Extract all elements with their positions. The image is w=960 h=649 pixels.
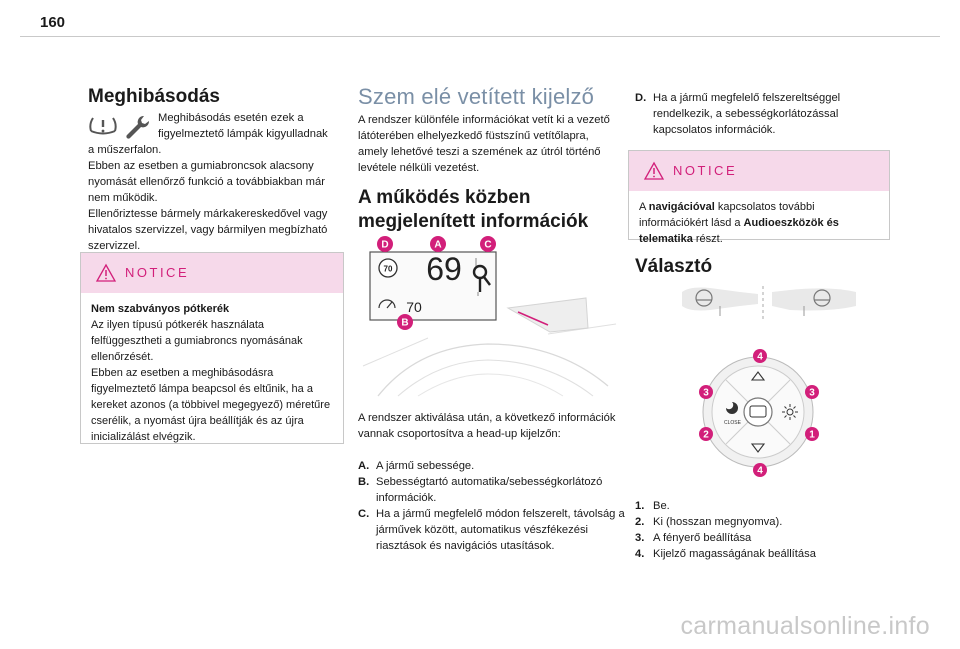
watermark: carmanualsonline.info — [680, 612, 930, 640]
paragraph-fault-2: Ellenőriztesse bármely márkakereskedővel… — [88, 208, 328, 252]
svg-text:C: C — [484, 240, 491, 251]
badge-4-top: 4 — [753, 349, 767, 363]
svg-text:1: 1 — [809, 430, 815, 441]
warning-triangle-icon — [643, 161, 665, 180]
vehicle-speed: 69 — [426, 251, 462, 287]
badge-b: B — [397, 314, 413, 330]
list-item: B.Sebességtartó automatika/sebességkorlá… — [358, 476, 603, 504]
hud-controller-diagram: CLOSE 4 3 3 2 1 4 — [696, 346, 824, 480]
header-divider — [20, 36, 940, 37]
list-item: 2.Ki (hosszan megnyomva). — [635, 516, 783, 528]
cruise-limit-value: 70 — [406, 299, 422, 315]
svg-text:A: A — [434, 240, 441, 251]
notice-text: kapcsolatos további információkért lásd … — [639, 201, 815, 229]
display-icon — [749, 405, 767, 418]
badge-2: 2 — [699, 427, 713, 441]
page-number: 160 — [40, 14, 66, 31]
notice-bold-navigation: navigációval — [648, 201, 715, 213]
badge-1: 1 — [805, 427, 819, 441]
steering-wheel-icon — [695, 289, 713, 307]
hud-info-list: A.A jármű sebessége. B.Sebességtartó aut… — [358, 458, 626, 554]
notice-box-navigation: NOTICE A navigációval kapcsolatos tovább… — [628, 150, 890, 245]
brightness-icon — [782, 404, 798, 420]
steering-wheel-diagram — [682, 286, 856, 320]
close-label: CLOSE — [724, 420, 742, 426]
hud-info-list-d: D.Ha a jármű megfelelő felszereltséggel … — [635, 90, 875, 138]
svg-text:D: D — [381, 240, 388, 251]
svg-text:4: 4 — [757, 352, 763, 363]
hud-activation-text: A rendszer aktiválása után, a következő … — [358, 412, 616, 440]
down-arrow-icon — [750, 443, 766, 453]
paragraph-fault-1: Ebben az esetben a gumiabroncsok alacson… — [88, 160, 325, 204]
notice-paragraph-2: Ebben az esetben a meghibásodásra figyel… — [91, 367, 331, 443]
svg-text:3: 3 — [703, 388, 709, 399]
svg-text:B: B — [401, 318, 408, 329]
hud-controller: CLOSE 4 3 3 2 1 4 — [699, 349, 819, 477]
badge-d: D — [377, 236, 393, 252]
svg-text:4: 4 — [757, 466, 763, 477]
speed-limit-sign-value: 70 — [384, 265, 393, 274]
notice-text: részt. — [692, 233, 723, 245]
subheading-displayed-info: A működés közben megjelenített informáci… — [358, 187, 589, 232]
section-heading-selector: Választó — [635, 256, 713, 277]
svg-text:2: 2 — [703, 430, 709, 441]
list-item: 1.Be. — [635, 500, 670, 512]
list-item: C.Ha a jármű megfelelő módon felszerelt,… — [358, 508, 625, 552]
steering-wheel-icon — [813, 289, 831, 307]
notice-bold-title: Nem szabványos pótkerék — [91, 303, 230, 315]
speed-limit-sign-icon — [378, 258, 398, 278]
list-item: A.A jármű sebessége. — [358, 460, 475, 472]
notice-title: NOTICE — [673, 163, 738, 178]
section-heading-fault: Meghibásodás — [88, 86, 220, 107]
section-heading-hud: Szem elé vetített kijelző — [358, 84, 595, 109]
notice-header: NOTICE — [629, 151, 889, 191]
notice-body: A navigációval kapcsolatos további infor… — [629, 191, 889, 247]
svg-text:3: 3 — [809, 388, 815, 399]
steering-position-diagram — [680, 280, 860, 322]
badge-3-left: 3 — [699, 385, 713, 399]
list-item: 4.Kijelző magasságának beállítása — [635, 548, 816, 560]
warning-triangle-icon — [95, 263, 117, 282]
notice-header: NOTICE — [81, 253, 343, 293]
up-arrow-icon — [750, 371, 766, 381]
notice-box-spare-wheel: NOTICE Nem szabványos pótkerék Az ilyen … — [80, 252, 344, 444]
list-item: 3.A fényerő beállítása — [635, 532, 752, 544]
badge-c: C — [480, 236, 496, 252]
tyre-pressure-warning-icon — [89, 117, 117, 135]
badge-4-bottom: 4 — [753, 463, 767, 477]
warning-icons — [88, 114, 152, 140]
intro-line-1: Meghibásodás esetén ezek a — [158, 112, 304, 124]
badge-3-right: 3 — [805, 385, 819, 399]
selector-list: 1.Be. 2.Ki (hosszan megnyomva). 3.A fény… — [635, 498, 875, 562]
hud-intro: A rendszer különféle információkat vetít… — [358, 114, 610, 174]
notice-paragraph-1: Az ilyen típusú pótkerék használata felf… — [91, 319, 303, 363]
wrench-icon — [126, 115, 150, 139]
hud-illustration: 70 69 70 D A C B — [362, 236, 617, 397]
intro-line-2: figyelmeztető lámpák kigyulladnak — [158, 128, 328, 140]
list-item: D.Ha a jármű megfelelő felszereltséggel … — [635, 92, 841, 136]
hud-diagram: 70 69 70 D A C B — [358, 236, 620, 400]
notice-bold-telematics: Audioeszközök és telematika — [639, 217, 839, 245]
intro-line-3: a műszerfalon. — [88, 144, 162, 156]
notice-text: A — [639, 201, 649, 213]
notice-title: NOTICE — [125, 265, 190, 280]
cruise-control-icon — [378, 299, 396, 309]
moon-icon — [726, 402, 738, 414]
navigation-roundabout-icon — [472, 258, 491, 296]
badge-a: A — [430, 236, 446, 252]
notice-body: Nem szabványos pótkerék Az ilyen típusú … — [81, 293, 343, 445]
